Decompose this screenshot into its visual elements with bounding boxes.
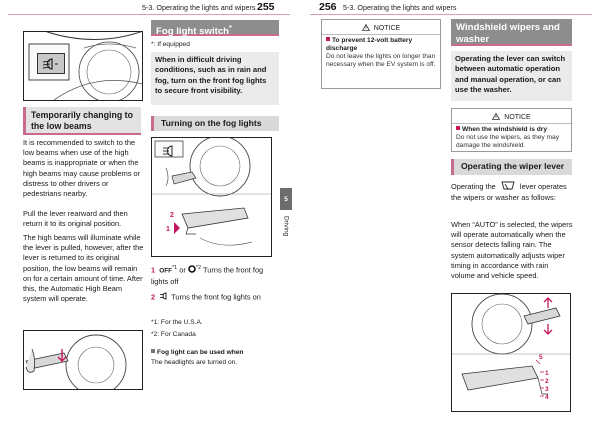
wiper-notice-heading: NOTICE <box>452 109 571 124</box>
header-rule-left <box>8 14 290 15</box>
wiper-callout-3: 3 <box>545 386 549 393</box>
battery-notice-box: NOTICE To prevent 12-volt battery discha… <box>321 19 441 89</box>
lever-pull-figure <box>23 330 143 390</box>
notice-sub-text: To prevent 12-volt battery discharge <box>326 37 413 53</box>
left-running-header: 5-3. Operating the lights and wipers <box>142 3 256 12</box>
wiper-callout-4: 4 <box>545 394 549 401</box>
fog-intro-box: When in difficult driving conditions, su… <box>151 52 279 105</box>
fog-fig-label-2: 2 <box>170 212 174 219</box>
chapter-tab: 5 <box>280 188 292 210</box>
low-beam-title-text: Temporarily changing to the low beams <box>31 110 133 131</box>
low-beam-para-1: It is recommended to switch to the low b… <box>23 138 141 199</box>
notice-sub: To prevent 12-volt battery discharge <box>322 35 440 53</box>
fog-title-text: Fog light switch <box>156 26 230 38</box>
notice-sub-marker <box>326 37 330 41</box>
low-beam-indicator-figure <box>23 31 143 101</box>
fog-or: or <box>179 265 186 275</box>
fog-note-head: Fog light can be used when <box>151 349 243 358</box>
fog-item-2: 2 Turns the front fog lights on <box>151 292 279 303</box>
fog-item-2-num: 2 <box>151 292 156 302</box>
if-equipped-mark: *: <box>151 41 156 48</box>
fog-item-2-text: Turns the front fog lights on <box>171 292 261 302</box>
left-page-number: 255 <box>257 1 275 13</box>
notice-body: Do not leave the lights on longer than n… <box>326 53 436 69</box>
fog-off-label: OFF <box>159 267 173 275</box>
dry-windshield-notice: NOTICE When the windshield is dry Do not… <box>451 108 572 152</box>
wiper-notice-heading-text: NOTICE <box>504 114 531 121</box>
fog-note-head-text: Fog light can be used when <box>157 349 244 356</box>
chapter-label: Driving <box>282 216 290 237</box>
fog-footnote-2: *2: For Canada <box>151 331 196 340</box>
wiper-notice-marker <box>456 126 460 130</box>
fog-note-square-icon <box>151 349 155 353</box>
fog-item-1-text: Turns the front fog lights off <box>151 265 264 286</box>
fog-fn1-mark: *1: <box>151 319 160 326</box>
wiper-auto-text: When “AUTO” is selected, the wipers will… <box>451 220 573 281</box>
notice-heading: NOTICE <box>322 20 440 35</box>
wiper-callout-2: 2 <box>545 378 549 385</box>
fog-fn1-text: For the U.S.A. <box>160 319 203 326</box>
fog-fig-label-1: 1 <box>166 226 170 233</box>
fog-footnote-1: *1: For the U.S.A. <box>151 319 203 328</box>
right-running-header: 5-3. Operating the lights and wipers <box>343 3 457 12</box>
warning-triangle-icon <box>361 23 370 33</box>
wiper-callout-5: 5 <box>539 354 543 361</box>
low-beam-section-title: Temporarily changing to the low beams <box>23 107 141 135</box>
fog-title-asterisk: * <box>229 25 232 32</box>
fog-note-body: The headlights are turned on. <box>151 359 238 366</box>
right-page-number: 256 <box>319 1 337 13</box>
if-equipped-note: *: If equipped <box>151 41 190 50</box>
wiper-notice-sub: When the windshield is dry <box>452 124 571 134</box>
fog-sup-1: *1 <box>172 265 178 271</box>
wiper-warning-triangle-icon <box>492 112 501 122</box>
fog-item-1-num: 1 <box>151 265 156 275</box>
fog-item-1: 1 OFF*1 or *2 Turns the front fog lights… <box>151 263 279 287</box>
fog-light-section-title: Fog light switch* <box>151 20 279 38</box>
wiper-subhead: Operating the wiper lever <box>451 159 572 175</box>
wiper-op-line: Operating the lever operates the wipers … <box>451 181 573 203</box>
wiper-intro-box: Operating the lever can switch between a… <box>451 51 572 101</box>
wiper-lever-figure: 5 1 2 3 4 <box>451 293 571 412</box>
header-rule-right <box>310 14 592 15</box>
fog-lever-figure: 2 1 <box>151 137 272 257</box>
fog-on-icon <box>159 292 169 303</box>
wiper-op-post: lever operates the wipers or washer as f… <box>451 182 567 203</box>
wiper-notice-body: Do not use the wipers, as they may damag… <box>456 134 559 149</box>
low-beam-indicator-icon <box>37 53 65 74</box>
fog-fn2-mark: *2: <box>151 331 160 338</box>
fog-fn2-text: For Canada <box>160 331 196 338</box>
wiper-notice-sub-text: When the windshield is dry <box>462 126 547 133</box>
notice-heading-text: NOTICE <box>373 25 401 32</box>
fog-sup-2: *2 <box>195 265 202 271</box>
wiper-callout-1: 1 <box>545 370 549 377</box>
wiper-op-pre: Operating the <box>451 182 496 192</box>
wiper-section-title: Windshield wipers and washer <box>451 19 572 46</box>
fog-light-icon <box>160 144 180 157</box>
windshield-wiper-icon <box>501 181 515 193</box>
low-beam-para-2: Pull the lever rearward and then return … <box>23 209 128 229</box>
fog-off-ring-icon <box>188 265 196 276</box>
if-equipped-text: If equipped <box>157 41 190 48</box>
low-beam-para-3: The high beams will illuminate while the… <box>23 233 144 304</box>
fog-subhead: Turning on the fog lights <box>151 116 279 131</box>
